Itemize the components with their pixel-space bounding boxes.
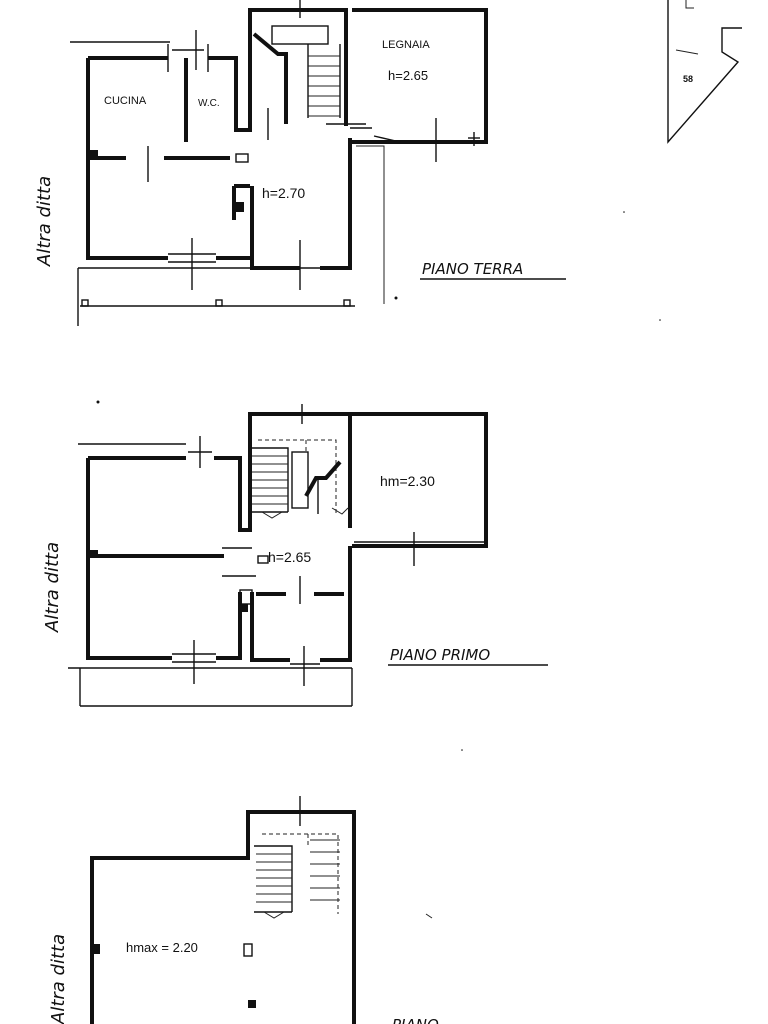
- first-height-left: h=2.65: [268, 549, 311, 565]
- parcel-sketch: 58: [667, 0, 742, 144]
- first-height-right: hm=2.30: [380, 473, 435, 489]
- first-floor-plan: hm=2.30 h=2.65: [68, 400, 488, 707]
- floor-title-first: PIANO PRIMO: [390, 646, 490, 664]
- ground-floor-title: PIANO TERRA: [420, 260, 566, 280]
- floor-title-ground: PIANO TERRA: [422, 260, 523, 278]
- attic-height: hmax = 2.20: [126, 940, 198, 955]
- legnaia-height: h=2.65: [388, 68, 428, 83]
- first-floor-title: PIANO PRIMO: [388, 646, 548, 666]
- neighbor-label-attic: Altra ditta: [48, 934, 69, 1024]
- room-label-legnaia: LEGNAIA: [382, 39, 430, 51]
- room-label-wc: W.C.: [198, 98, 220, 109]
- ground-floor-plan: CUCINA W.C. LEGNAIA h=2.65 h=2.70: [70, 0, 488, 326]
- neighbor-label-first: Altra ditta: [42, 542, 63, 633]
- attic-floor-plan: hmax = 2.20: [90, 796, 433, 1024]
- neighbor-label-ground: Altra ditta: [34, 176, 55, 267]
- parcel-number: 58: [683, 74, 693, 84]
- ground-height: h=2.70: [262, 185, 305, 201]
- attic-floor-title: PIANO: [392, 1016, 439, 1024]
- floor-title-attic: PIANO: [392, 1016, 439, 1024]
- room-label-cucina: CUCINA: [104, 95, 147, 107]
